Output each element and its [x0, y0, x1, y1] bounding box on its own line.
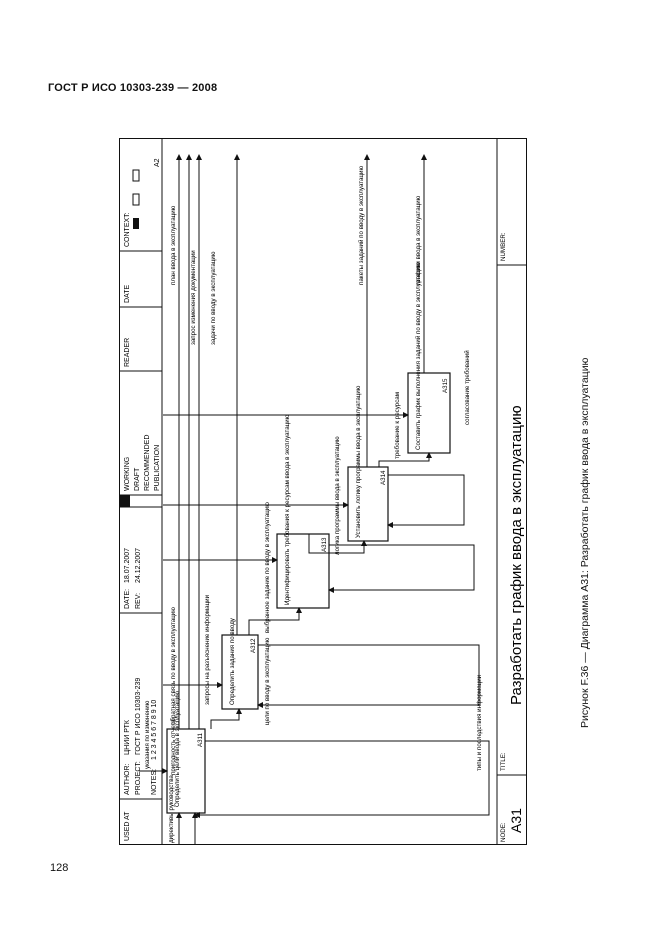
input-arrows — [176, 812, 198, 847]
activity-box-a312: Определить задания по вводу A312 — [221, 617, 259, 710]
svg-text:Определить задания по вводу: Определить задания по вводу — [229, 617, 236, 705]
flow-label-logic: логика программы ввода в эксплуатацию — [334, 436, 341, 555]
output-label-packages: пакеты заданий по вводу в эксплуатацию — [358, 166, 365, 285]
figure-caption: Рисунок F.36 — Диаграмма А31: Разработат… — [579, 357, 591, 728]
control-label-info-types: типы и последствия информации — [476, 674, 483, 771]
status-recommended: RECOMMENDED — [144, 435, 151, 491]
project-value: ГОСТ Р ИСО 10303-239 — [135, 678, 142, 755]
flow-label-resource-req: требование к ресурсам — [394, 392, 401, 459]
svg-text:A311: A311 — [197, 732, 204, 747]
date-value: 18.07.2007 — [124, 548, 131, 583]
control-arrows — [139, 412, 409, 774]
rev-label: REV: — [135, 593, 142, 609]
reader-date-label: DATE — [124, 285, 131, 303]
node-value: A31 — [508, 808, 524, 833]
notes-value: 1 2 3 4 5 6 7 8 9 10 — [151, 700, 158, 760]
used-at-label: USED AT — [124, 811, 131, 841]
diagram-border — [119, 138, 527, 845]
input-label-suitability: пригодность отчета — [170, 719, 177, 775]
rev-value: 24.12.2007 — [135, 548, 142, 583]
caption-frame: Рисунок F.36 — Диаграмма А31: Разработат… — [579, 308, 595, 728]
svg-text:Идентифицировать требования к: Идентифицировать требования к ресурсам в… — [284, 414, 291, 605]
svg-text:Составить график выполнения за: Составить график выполнения заданий по в… — [415, 262, 422, 450]
idef0-diagram-frame: USED AT AUTHOR: ЦНИИ РТК PROJECT: ГОСТ Р… — [119, 138, 527, 847]
idef0-diagram: USED AT AUTHOR: ЦНИИ РТК PROJECT: ГОСТ Р… — [119, 138, 527, 847]
svg-text:Установить логику программы вв: Установить логику программы ввода в эксп… — [355, 385, 362, 538]
svg-text:A313: A313 — [321, 537, 328, 552]
date-label: DATE: — [124, 589, 131, 609]
context-node-ref: A2 — [154, 158, 161, 167]
output-label-change-request: запрос изменения документации — [190, 250, 197, 345]
status-working: WORKING — [124, 457, 131, 491]
activity-box-a315: Составить график выполнения заданий по в… — [407, 262, 451, 454]
reader-label: READER — [124, 338, 131, 367]
diagram-title: Разработать график ввода в эксплуатацию — [508, 405, 525, 705]
document-title: ГОСТ Р ИСО 10303-239 — 2008 — [48, 82, 218, 94]
internal-flows — [194, 452, 490, 818]
flow-label-goals: цели по вводу в эксплуатацию — [264, 637, 271, 725]
control-label-change-instructions: указания по изменению — [144, 700, 151, 769]
notes-label: NOTES: — [151, 769, 158, 795]
status-draft: DRAFT — [134, 467, 141, 491]
activity-box-a313: Идентифицировать требования к ресурсам в… — [276, 414, 330, 609]
flow-label-agreement: согласование требований — [464, 350, 471, 425]
author-value: ЦНИИ РТК — [124, 719, 131, 755]
input-label-directives: директивы руководства — [168, 775, 175, 843]
output-label-schedules: графики ввода в эксплуатацию — [415, 195, 422, 285]
output-label-plan: план ввода в эксплуатацию — [170, 205, 177, 285]
svg-text:A312: A312 — [250, 638, 257, 653]
svg-text:Определить цели ввода в эксплу: Определить цели ввода в эксплуатацию — [174, 691, 181, 807]
svg-text:A315: A315 — [442, 378, 449, 393]
node-label: NODE: — [500, 822, 507, 842]
flow-label-clarification: запросы на разъяснение информации — [204, 594, 211, 705]
page-number: 128 — [50, 862, 69, 874]
context-box-filled — [133, 218, 139, 229]
output-arrows — [176, 154, 427, 729]
input-label-feedback: обратная связь по вводу в эксплуатацию — [170, 607, 177, 725]
context-box — [132, 169, 140, 182]
number-label: NUMBER: — [500, 232, 507, 261]
author-label: AUTHOR: — [124, 763, 131, 795]
activity-box-a314: Установить логику программы ввода в эксп… — [347, 385, 389, 542]
context-label: CONTEXT: — [124, 212, 131, 247]
title-label: TITLE: — [500, 752, 507, 771]
context-box — [132, 193, 140, 206]
output-label-tasks: задачи по вводу в эксплуатацию — [210, 251, 217, 345]
svg-text:A314: A314 — [380, 470, 387, 485]
flow-label-selected-task: выбранное задание по вводу в эксплуатаци… — [264, 502, 271, 633]
status-publication: PUBLICATION — [154, 445, 161, 491]
project-label: PROJECT: — [135, 761, 142, 795]
